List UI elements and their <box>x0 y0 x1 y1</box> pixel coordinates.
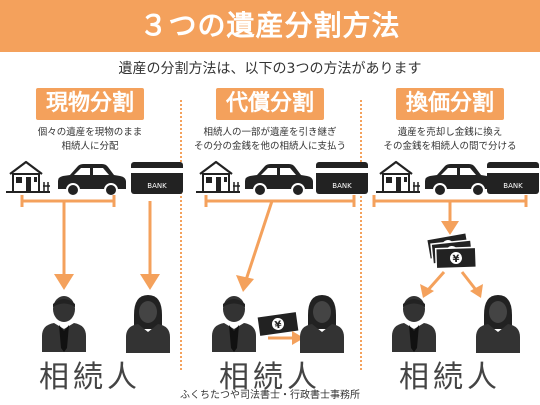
bank-card-text: BANK <box>332 182 352 190</box>
column-divider-2 <box>360 100 362 370</box>
title-band <box>0 0 540 52</box>
description-line: 相続人の一部が遺産を引き継ぎ <box>203 127 337 138</box>
description-line: その金銭を相続人の間で分ける <box>383 141 517 152</box>
heir-label: 相続人 <box>39 360 141 395</box>
method-description-compensation: 相続人の一部が遺産を引き継ぎ その分の金銭を他の相続人に支払う <box>180 126 360 154</box>
description-line: 相続人に分配 <box>61 141 119 152</box>
subtitle: 遺産の分割方法は、以下の3つの方法があります <box>118 61 422 77</box>
car-icon <box>57 163 127 197</box>
method-column-compensation: 代償分割 相続人の一部が遺産を引き継ぎ その分の金銭を他の相続人に支払う 相続人 <box>180 80 360 405</box>
heir-label: 相続人 <box>399 360 501 395</box>
bank-card-icon: BANK <box>487 162 539 194</box>
house-icon <box>4 160 52 194</box>
bank-card-icon: BANK <box>131 162 183 194</box>
asset-bracket <box>20 195 116 207</box>
description-line: 個々の遺産を現物のまま <box>37 127 143 138</box>
car-icon <box>244 163 314 197</box>
method-label-physical: 現物分割 <box>35 88 145 120</box>
arrow-diagonal-icon <box>420 271 446 298</box>
method-column-liquidation: 換価分割 遺産を売却し金銭に換え その金銭を相続人の間で分ける 相続人 <box>360 80 540 405</box>
arrow-down-icon <box>441 201 459 235</box>
bank-card-text: BANK <box>147 182 167 190</box>
arrow-diagonal-icon <box>236 200 274 292</box>
house-icon <box>194 160 242 194</box>
heir-man-icon <box>42 296 86 352</box>
car-icon <box>424 163 494 197</box>
heir-man-icon <box>212 296 256 352</box>
arrow-right-icon <box>268 331 304 345</box>
page-title: ３つの遺産分割方法 <box>139 9 401 42</box>
bank-card-icon: BANK <box>316 162 368 194</box>
footer-credit: ふくちたつや司法書士・行政書士事務所 <box>180 390 360 401</box>
heir-label: 相続人 <box>219 360 321 395</box>
house-icon <box>374 160 422 194</box>
method-label-liquidation: 換価分割 <box>395 88 505 120</box>
arrow-down-icon <box>54 201 74 290</box>
heir-man-icon <box>392 296 436 352</box>
method-label-compensation: 代償分割 <box>215 88 325 120</box>
description-line: 遺産を売却し金銭に換え <box>397 127 503 138</box>
arrow-down-icon <box>140 201 160 290</box>
method-description-physical: 個々の遺産を現物のまま 相続人に分配 <box>0 126 180 154</box>
heir-woman-icon <box>300 295 344 353</box>
method-description-liquidation: 遺産を売却し金銭に換え その金銭を相続人の間で分ける <box>360 126 540 154</box>
banknote-stack-icon <box>425 231 478 270</box>
column-divider-1 <box>180 100 182 370</box>
method-column-physical: 現物分割 個々の遺産を現物のまま 相続人に分配 相続人 <box>0 80 180 405</box>
description-line: その分の金銭を他の相続人に支払う <box>193 141 346 152</box>
heir-woman-icon <box>476 295 520 353</box>
heir-woman-icon <box>126 295 170 353</box>
arrow-diagonal-icon <box>460 271 483 298</box>
asset-bracket <box>204 195 356 207</box>
bank-card-text: BANK <box>503 182 523 190</box>
